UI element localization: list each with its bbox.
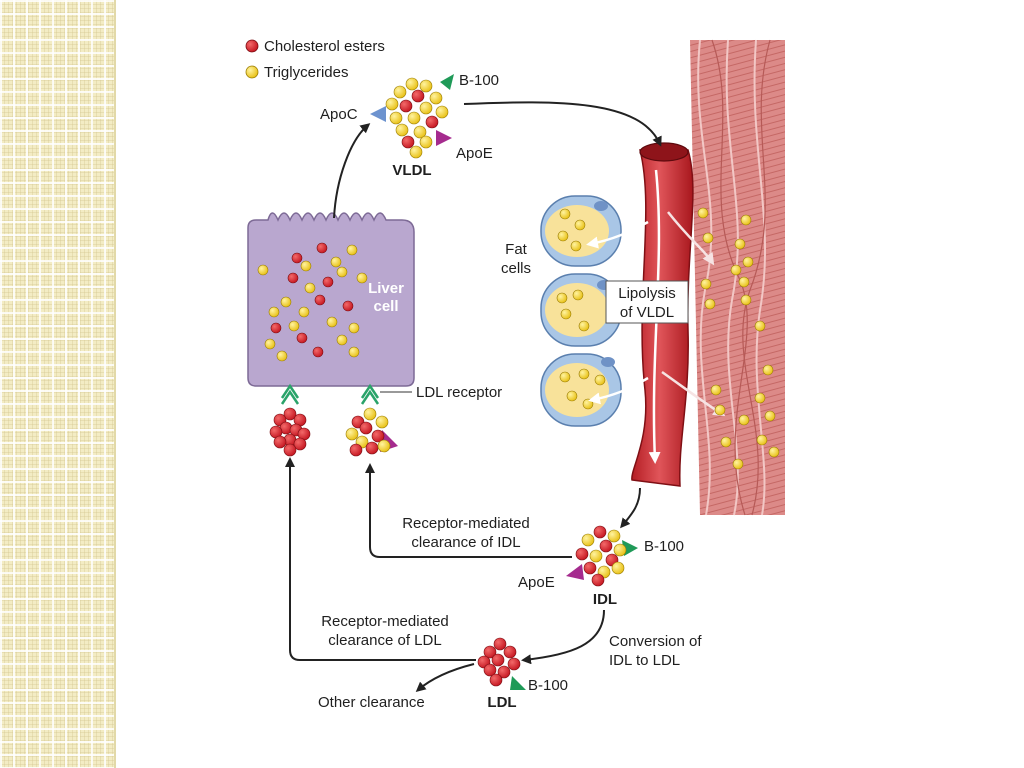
- legend-cholesterol-dot: [245, 39, 259, 53]
- arrow-vldl-to-vessel: [463, 101, 662, 147]
- vldl-apoe-label: ApoE: [456, 145, 493, 162]
- conversion-label-line1: Conversion of: [609, 633, 702, 650]
- arrow-other-clearance: [415, 663, 475, 692]
- idl-label: IDL: [593, 591, 617, 608]
- vldl-b100-label: B-100: [459, 72, 499, 89]
- ldl-label: LDL: [487, 694, 516, 711]
- arrow-liver-to-vldl: [333, 123, 371, 219]
- lipolysis-box: [605, 280, 689, 324]
- arrow-idl-to-ldl: [521, 609, 605, 665]
- legend-triglyceride-label: Triglycerides: [264, 64, 348, 81]
- liver-cell: Liver cell: [247, 212, 415, 387]
- idl-b100-label: B-100: [644, 538, 684, 555]
- slide-sidebar-pattern: [0, 0, 114, 768]
- vldl-label: VLDL: [392, 162, 431, 179]
- idl-clearance-label-line1: Receptor-mediated: [402, 515, 530, 532]
- other-clearance-label: Other clearance: [318, 694, 425, 711]
- liver-cell-label-line1: Liver: [368, 280, 404, 297]
- arrow-idl-clearance: [365, 463, 572, 558]
- legend-cholesterol-label: Cholesterol esters: [264, 38, 385, 55]
- ldl-receptor-label: LDL receptor: [416, 384, 502, 401]
- apoc-label: ApoC: [320, 106, 358, 123]
- lipolysis-label-line1: Lipolysis: [618, 285, 676, 302]
- lipolysis-label-line2: of VLDL: [620, 304, 674, 321]
- liver-cell-label-line2: cell: [373, 298, 398, 315]
- bound-ldl-particle: [269, 407, 311, 457]
- muscle-tissue: [690, 39, 785, 516]
- sidebar-edge: [114, 0, 116, 768]
- ldl-clearance-label-line2: clearance of LDL: [328, 632, 441, 649]
- fat-cells-label-line1: Fat: [505, 241, 528, 258]
- legend-triglyceride-dot: [245, 65, 259, 79]
- bound-idl-particle: [345, 407, 398, 457]
- ldl-receptors: [280, 383, 380, 405]
- idl-clearance-label-line2: clearance of IDL: [411, 534, 520, 551]
- conversion-label-line2: IDL to LDL: [609, 652, 680, 669]
- ldl-b100-apoprotein: [510, 676, 526, 690]
- vldl-particle: [370, 74, 454, 159]
- liver-cell-particles: [257, 242, 368, 362]
- fat-cells-label-line2: cells: [501, 260, 531, 277]
- muscle-triglycerides: [697, 207, 780, 470]
- flow-arrows: [285, 101, 662, 692]
- ldl-b100-label: B-100: [528, 677, 568, 694]
- legend: Cholesterol esters Triglycerides: [245, 38, 385, 81]
- idl-particle: [566, 525, 638, 587]
- ldl-clearance-label-line1: Receptor-mediated: [321, 613, 449, 630]
- idl-apoe-label: ApoE: [518, 574, 555, 591]
- arrow-ldl-clearance: [285, 457, 476, 661]
- arrow-vessel-to-idl: [620, 487, 641, 529]
- ldl-particle: [477, 637, 521, 687]
